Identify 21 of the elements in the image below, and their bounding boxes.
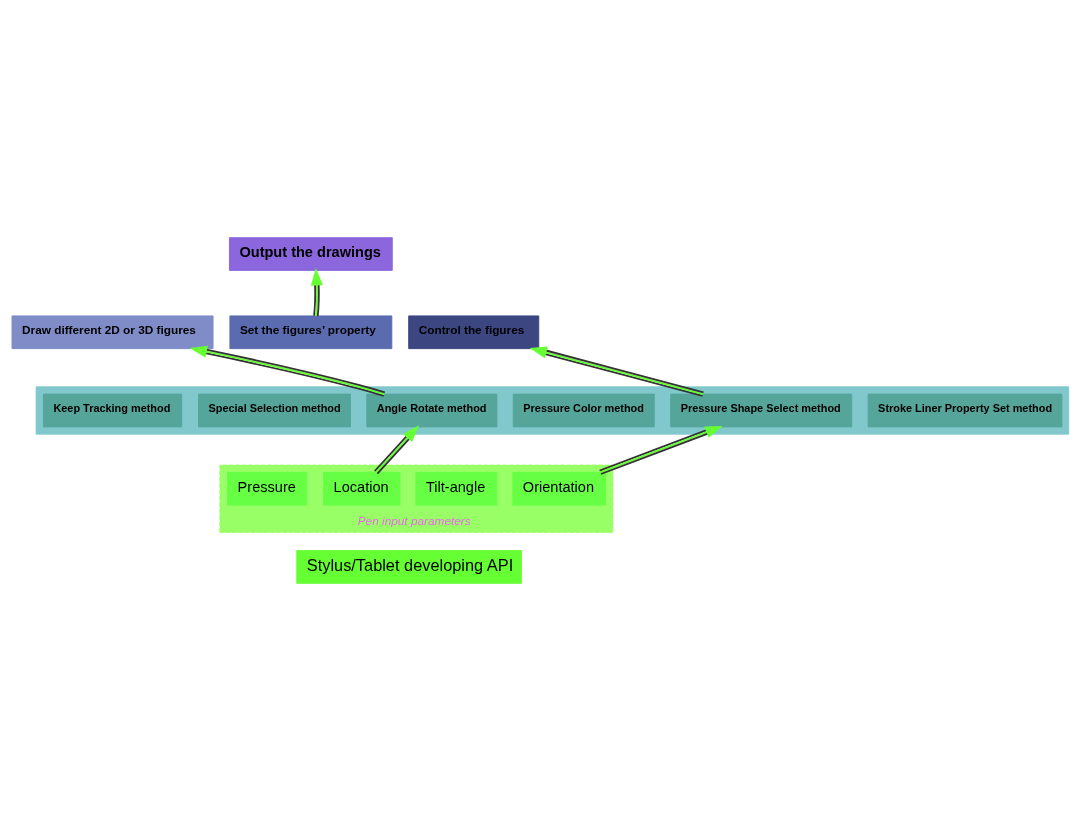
node-box: Tilt-angle: [415, 471, 498, 506]
node-box: Stroke Liner Property Set method: [867, 393, 1063, 428]
node-box: Pressure: [227, 471, 308, 506]
arrow: [373, 425, 420, 475]
node-box: Angle Rotate method: [366, 393, 498, 428]
node-box: Output the drawings: [229, 237, 393, 271]
node-box: Keep Tracking method: [42, 393, 183, 428]
arrow: [529, 346, 705, 397]
node-box: Control the figures: [408, 315, 540, 350]
node-box: Pressure Shape Select method: [670, 393, 853, 428]
arrow: [598, 426, 723, 475]
arrow: [189, 345, 386, 397]
node-box: Special Selection method: [198, 393, 351, 428]
node-box: Stylus/Tablet developing API: [296, 550, 522, 584]
arrow: [310, 268, 323, 317]
cluster: [35, 386, 1070, 435]
node-box: Pressure Color method: [512, 393, 655, 428]
node-box: Set the figures’ property: [229, 315, 393, 350]
node-box: Location: [323, 471, 401, 506]
node-box: Draw different 2D or 3D figures: [11, 315, 214, 350]
node-box: Orientation: [512, 471, 607, 506]
